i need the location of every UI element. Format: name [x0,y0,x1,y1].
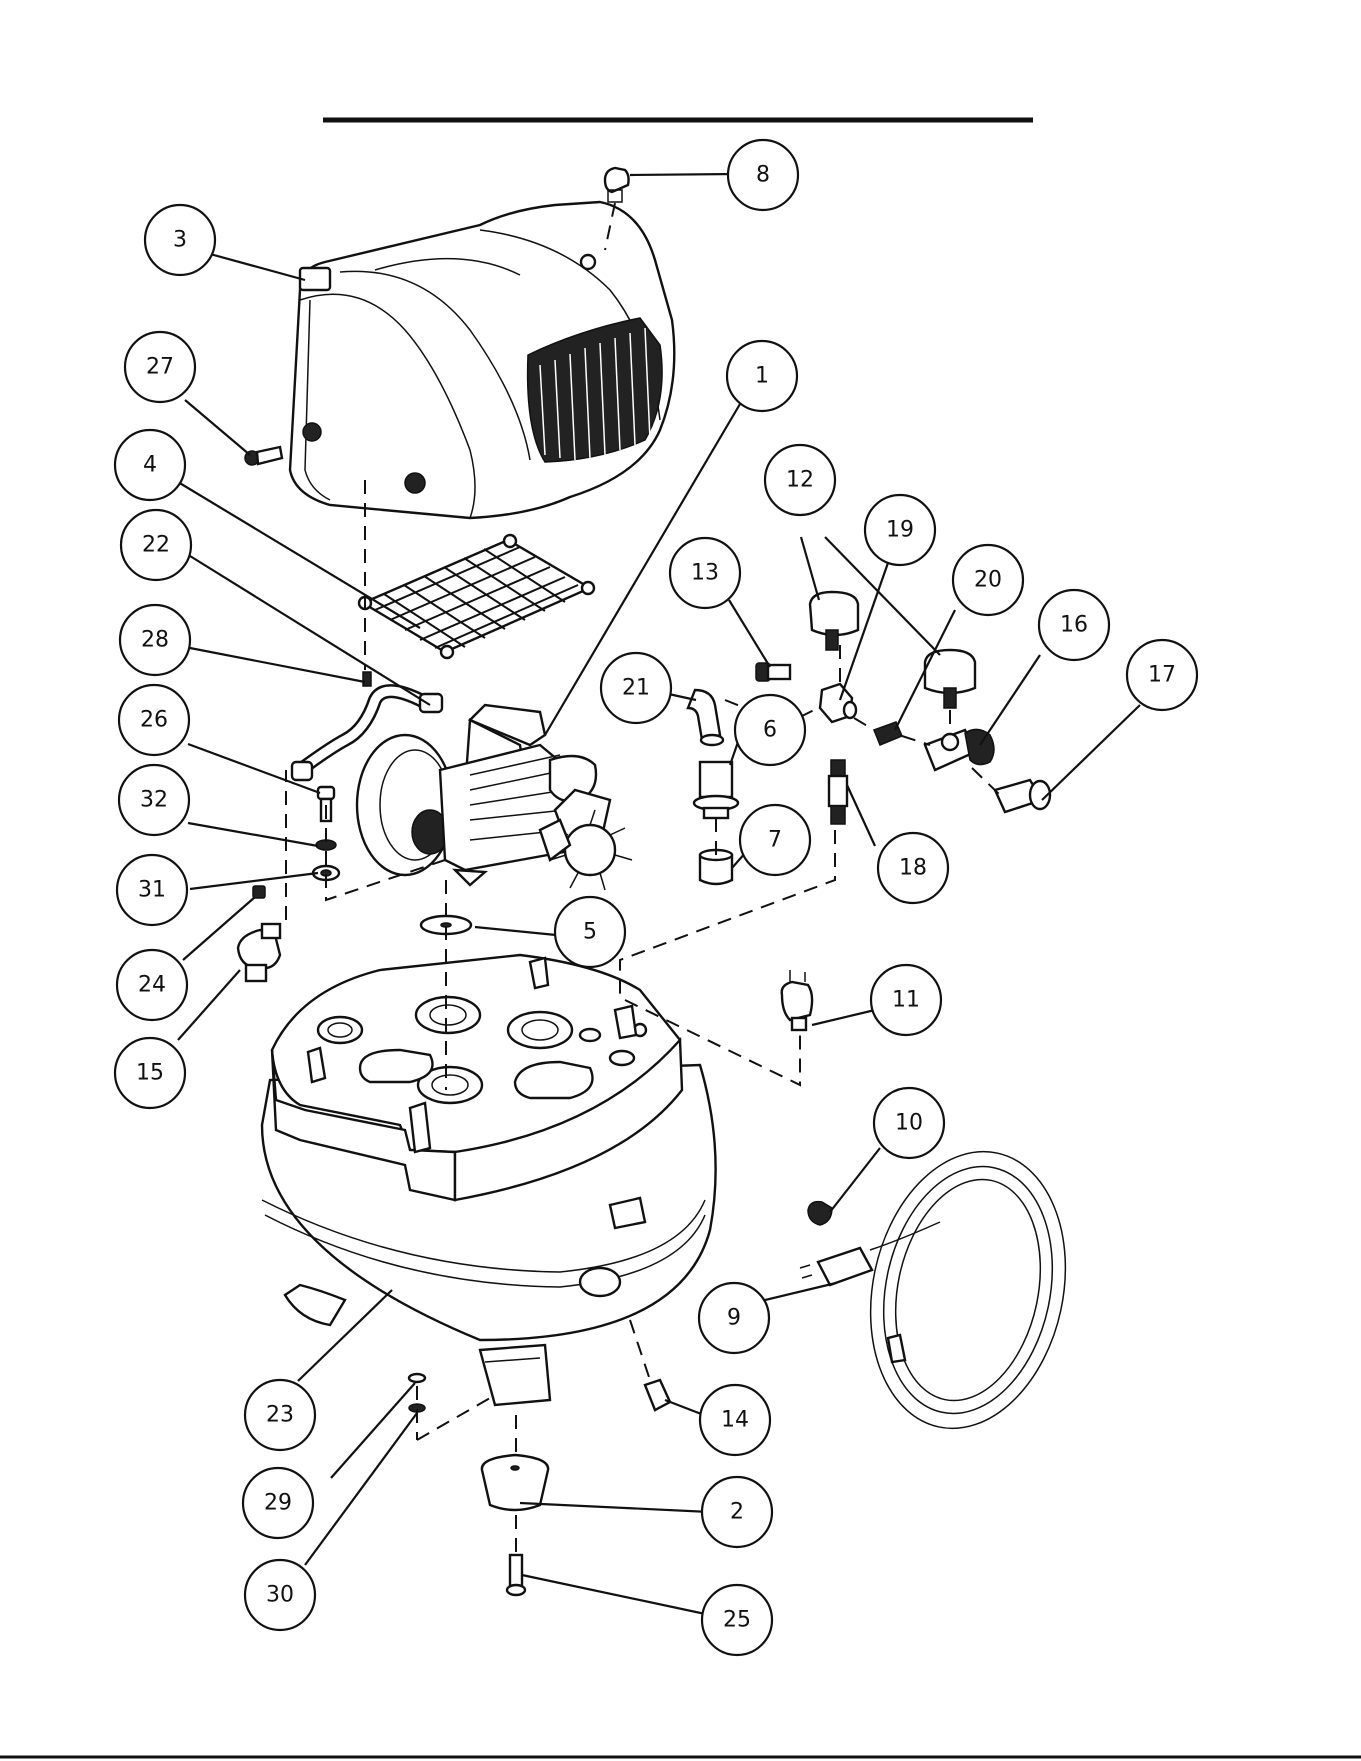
motor-pump-part [357,705,632,890]
part-2-foot [482,1455,548,1510]
part-29-washer [409,1374,425,1382]
callout-10: 10 [874,1088,944,1158]
callout-8-label: 8 [756,163,770,188]
part-19-cross [820,684,856,722]
part-12-gauge-left [810,592,858,650]
callout-32-label: 32 [140,788,168,813]
callout-26-label: 26 [140,708,168,733]
part-7-cap [700,850,732,884]
tank-part [262,955,716,1405]
callout-18-label: 18 [899,856,927,881]
callout-30-label: 30 [266,1583,294,1608]
callout-22-label: 22 [142,533,170,558]
callout-29: 29 [243,1468,313,1538]
part-8-plug [605,168,629,202]
part-16-regulator [925,729,994,770]
callout-7-label: 7 [768,828,782,853]
callout-3: 3 [145,205,215,275]
part-28-screw [363,672,371,686]
callout-10-label: 10 [895,1111,923,1136]
callout-19: 19 [865,495,935,565]
callout-31: 31 [117,855,187,925]
callout-24-label: 24 [138,973,166,998]
callout-30: 30 [245,1560,315,1630]
part-14-fitting [645,1380,670,1410]
callout-7: 7 [740,805,810,875]
callout-16: 16 [1039,590,1109,660]
callout-16-label: 16 [1060,613,1088,638]
part-17-coupler [995,780,1050,812]
callout-3-label: 3 [173,228,187,253]
callout-11: 11 [871,965,941,1035]
part-10-strain-relief [808,1202,832,1225]
callout-13: 13 [670,538,740,608]
callout-27: 27 [125,332,195,402]
callout-1: 1 [727,341,797,411]
callout-9: 9 [699,1283,769,1353]
callout-9-label: 9 [727,1306,741,1331]
callout-25: 25 [702,1585,772,1655]
callout-5-label: 5 [583,920,597,945]
callout-6-label: 6 [763,718,777,743]
part-6-fitting [694,762,738,818]
callout-13-label: 13 [691,561,719,586]
callout-12: 12 [765,445,835,515]
callout-12-label: 12 [786,468,814,493]
callout-15-label: 15 [136,1061,164,1086]
callout-18: 18 [878,833,948,903]
part-11-switch [782,970,812,1030]
callout-21-label: 21 [622,676,650,701]
callout-23-label: 23 [266,1403,294,1428]
callout-2-label: 2 [730,1500,744,1525]
callout-8: 8 [728,140,798,210]
callout-17: 17 [1127,640,1197,710]
callout-20: 20 [953,545,1023,615]
callout-28-label: 28 [141,628,169,653]
part-18-nipple [829,760,847,824]
part-9-cord [800,1133,1090,1446]
callout-27-label: 27 [146,355,174,380]
callout-24: 24 [117,950,187,1020]
part-21-elbow [688,690,723,745]
callout-1-label: 1 [755,364,769,389]
callout-5: 5 [555,897,625,967]
callout-6: 6 [735,695,805,765]
callout-31-label: 31 [138,878,166,903]
callout-2: 2 [702,1477,772,1547]
callout-29-label: 29 [264,1491,292,1516]
callout-25-label: 25 [723,1608,751,1633]
filter-part [359,535,594,658]
callout-32: 32 [119,765,189,835]
callout-26: 26 [119,685,189,755]
part-27-screw [245,447,282,465]
callout-20-label: 20 [974,568,1002,593]
callout-4-label: 4 [143,453,157,478]
callout-15: 15 [115,1038,185,1108]
callout-28: 28 [120,605,190,675]
callout-23: 23 [245,1380,315,1450]
part-13-valve [756,663,790,681]
callout-22: 22 [121,510,191,580]
part-12-gauge-right [925,650,975,708]
part-15-tee [238,924,280,981]
callout-11-label: 11 [892,988,920,1013]
callout-4: 4 [115,430,185,500]
part-24-plug [253,886,265,898]
callout-14-label: 14 [721,1408,749,1433]
shroud-part [290,202,674,518]
callout-14: 14 [700,1385,770,1455]
callout-21: 21 [601,653,671,723]
callout-19-label: 19 [886,518,914,543]
callout-17-label: 17 [1148,663,1176,688]
